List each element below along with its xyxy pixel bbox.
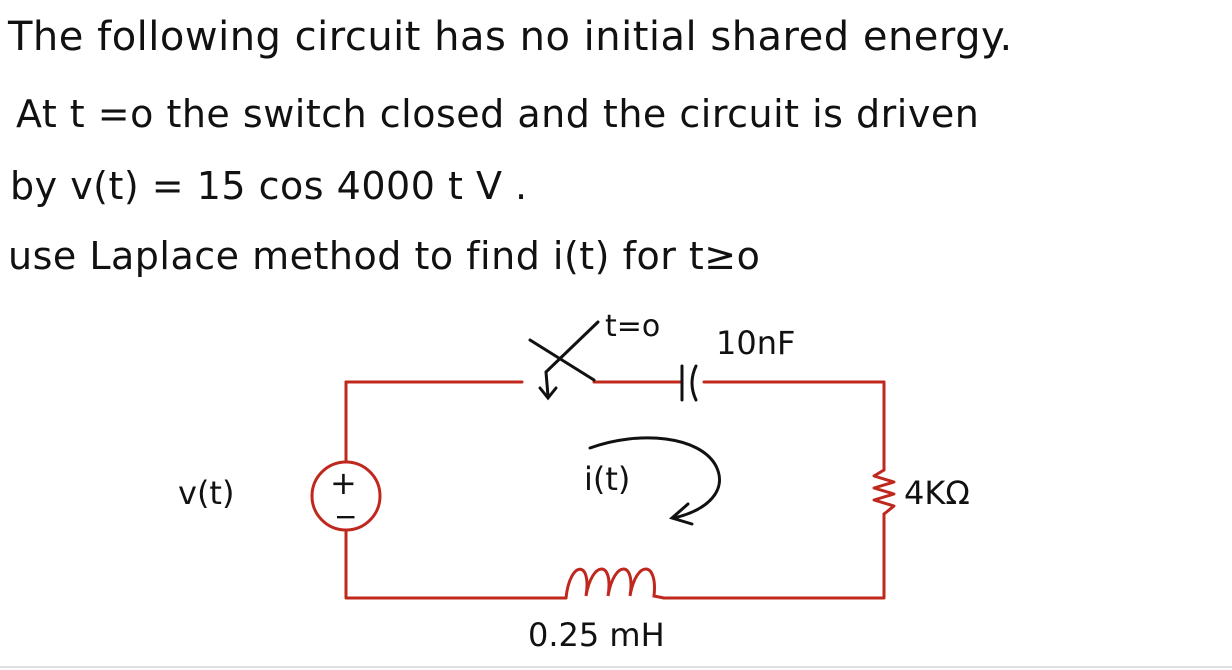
wire-left-lower <box>344 530 568 600</box>
capacitor-plate-right <box>690 364 698 402</box>
problem-statement-line-1: The following circuit has no initial sha… <box>8 14 1013 60</box>
resistor <box>872 468 896 516</box>
current-label: i(t) <box>584 460 630 498</box>
switch-arm <box>528 338 596 382</box>
problem-statement-line-2: At t =o the switch closed and the circui… <box>16 92 980 136</box>
switch <box>528 320 600 401</box>
inductor <box>564 567 666 600</box>
capacitor-label: 10nF <box>716 324 795 362</box>
source-plus-sign: + <box>330 464 357 502</box>
current-arc <box>588 436 721 520</box>
switch-label: t=o <box>605 309 660 344</box>
switch-arrow-icon <box>538 386 558 401</box>
resistor-zigzag <box>872 468 896 516</box>
source-minus-sign: − <box>334 500 357 533</box>
problem-statement-line-3: by v(t) = 15 cos 4000 t V . <box>10 164 528 208</box>
voltage-source <box>310 460 382 532</box>
current-direction-arrow-icon <box>588 436 721 526</box>
switch-blade <box>544 320 600 398</box>
problem-statement-line-4: use Laplace method to find i(t) for t≥o <box>8 234 761 278</box>
inductor-label: 0.25 mH <box>528 616 665 654</box>
voltage-source-circle <box>310 460 382 532</box>
page-bottom-edge <box>0 666 1232 668</box>
current-arrowhead-icon <box>668 502 694 526</box>
wire-bottom-right <box>662 512 886 600</box>
capacitor <box>680 364 698 402</box>
inductor-coils <box>564 567 666 600</box>
resistor-label: 4KΩ <box>904 474 970 512</box>
source-label: v(t) <box>178 474 234 512</box>
